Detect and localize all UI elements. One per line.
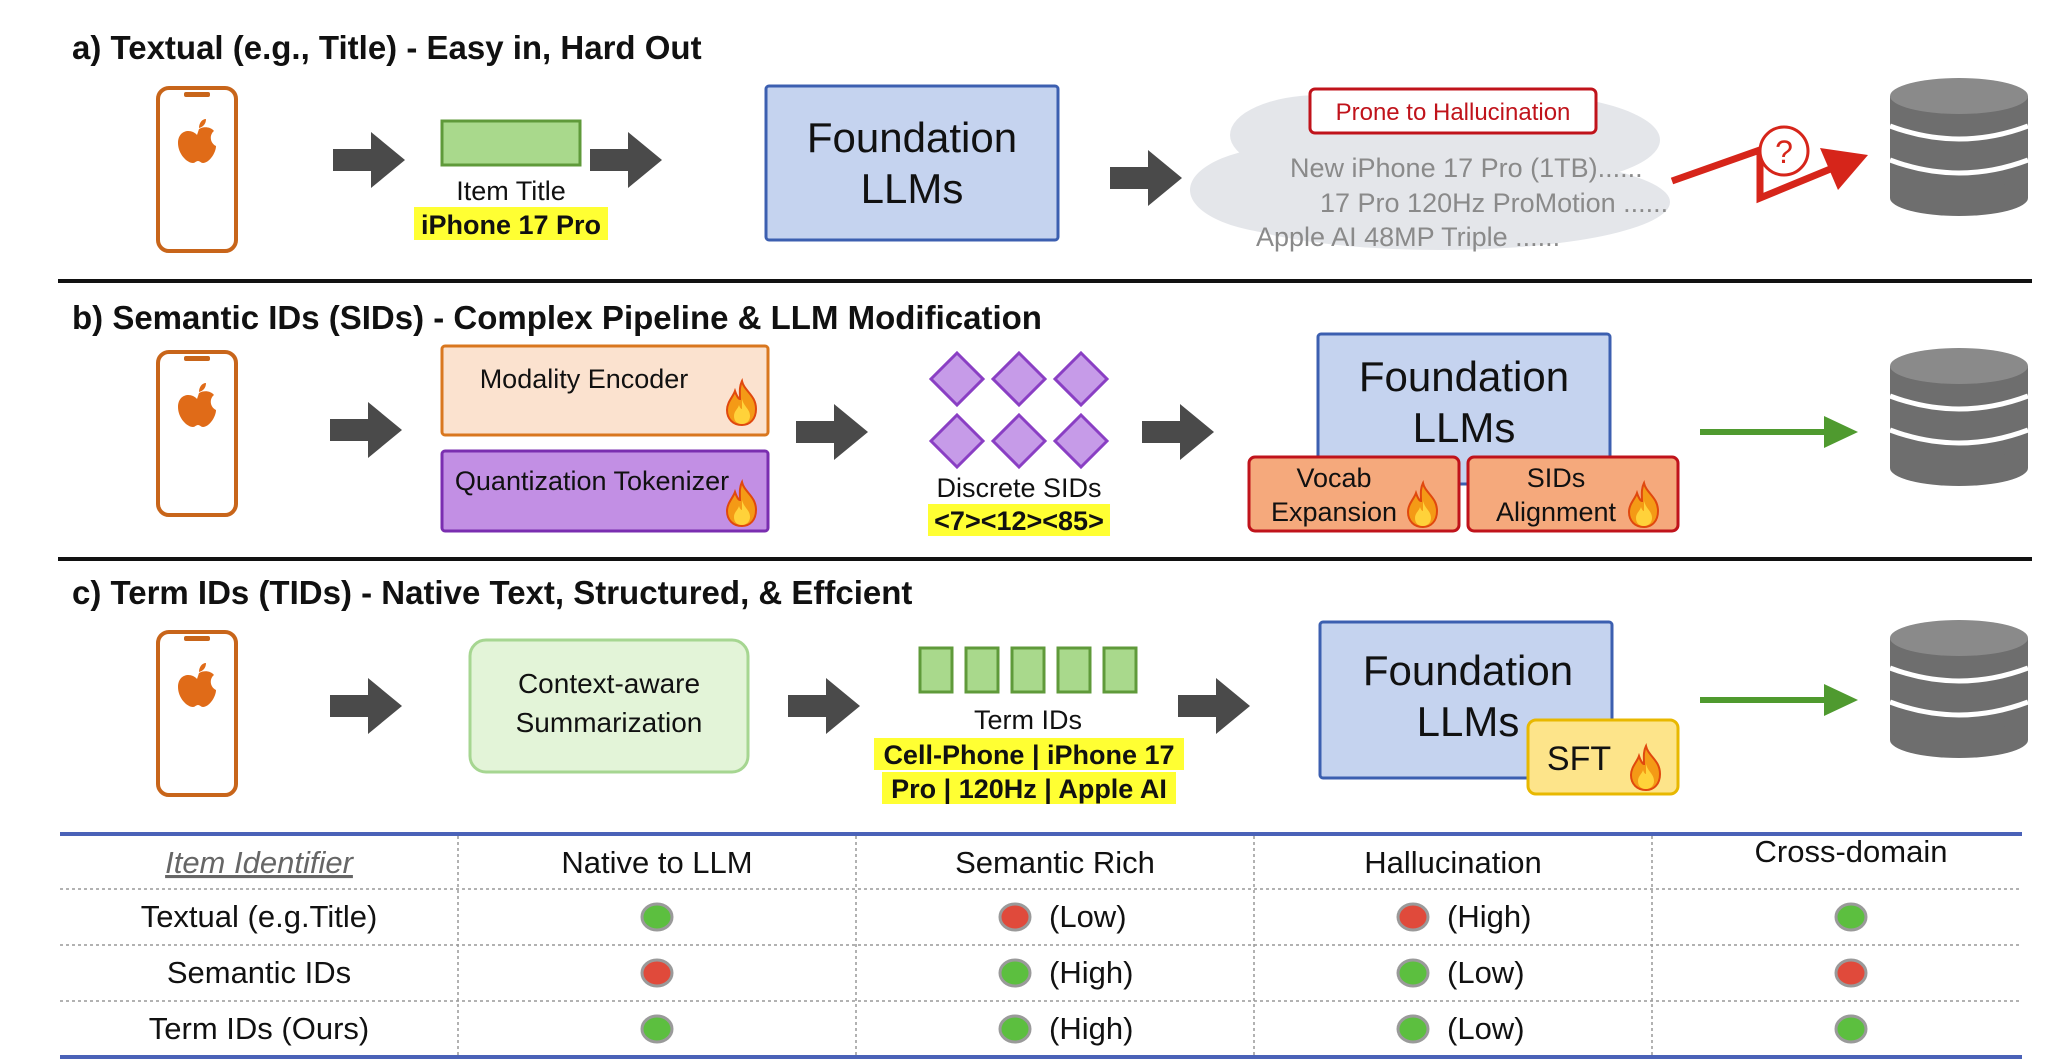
table-header-native: Native to LLM bbox=[561, 845, 752, 880]
vocab-line2: Expansion bbox=[1271, 497, 1397, 527]
sids-value: <7><12><85> bbox=[934, 506, 1104, 536]
table-header-identifier: Item Identifier bbox=[165, 845, 354, 880]
status-bad-icon bbox=[998, 902, 1032, 932]
table-cell-text: (Low) bbox=[1447, 955, 1525, 990]
status-good-icon bbox=[1834, 902, 1868, 932]
tids-value-line1: Cell-Phone | iPhone 17 bbox=[883, 740, 1174, 770]
database-icon bbox=[1890, 620, 2028, 758]
llm-c-line2: LLMs bbox=[1417, 698, 1520, 745]
item-title-highlight bbox=[414, 207, 608, 240]
sid-diamond bbox=[991, 413, 1047, 469]
green-arrow-icon bbox=[1700, 416, 1858, 448]
status-good-icon bbox=[1396, 1014, 1430, 1044]
table-cell-text: (High) bbox=[1447, 899, 1531, 934]
discrete-sids-grid bbox=[929, 351, 1109, 469]
section-c-heading: c) Term IDs (TIDs) - Native Text, Struct… bbox=[72, 574, 912, 611]
item-title-block bbox=[440, 119, 582, 167]
llm-b-line2: LLMs bbox=[1413, 404, 1516, 451]
summ-line1: Context-aware bbox=[518, 668, 700, 699]
status-good-icon bbox=[998, 958, 1032, 988]
table-body: Textual (e.g.Title) (Low) (High) Semantic I… bbox=[141, 899, 1868, 1046]
status-good-icon bbox=[1396, 958, 1430, 988]
arrow-right-icon bbox=[1110, 150, 1182, 206]
arrow-right-icon bbox=[330, 402, 402, 458]
arrow-right-icon bbox=[788, 678, 860, 734]
table-cell-text: (High) bbox=[1049, 955, 1133, 990]
section-a-heading: a) Textual (e.g., Title) - Easy in, Hard… bbox=[72, 29, 702, 66]
vocab-expansion-box bbox=[1247, 455, 1461, 533]
arrow-right-icon bbox=[1178, 678, 1250, 734]
phone-icon bbox=[156, 86, 238, 253]
cloud-line-2: 17 Pro 120Hz ProMotion ...... bbox=[1320, 188, 1668, 218]
tids-highlight-2 bbox=[882, 772, 1176, 804]
status-bad-icon bbox=[1834, 958, 1868, 988]
term-ids-label: Term IDs bbox=[974, 705, 1082, 735]
table-cell-text: (High) bbox=[1049, 1011, 1133, 1046]
table-header-crossdomain: Cross-domain bbox=[1755, 834, 1948, 869]
table-header-hallucination: Hallucination bbox=[1364, 845, 1542, 880]
sid-diamond bbox=[929, 351, 985, 407]
hallucination-badge bbox=[1308, 87, 1598, 135]
green-arrow-icon bbox=[1700, 684, 1858, 716]
arrow-right-icon bbox=[1142, 404, 1214, 460]
table-header-semantic: Semantic Rich bbox=[955, 845, 1155, 880]
table-row-name: Term IDs (Ours) bbox=[149, 1011, 369, 1046]
discrete-sids-label: Discrete SIDs bbox=[936, 473, 1101, 503]
database-icon bbox=[1890, 78, 2028, 216]
quantization-tokenizer-box bbox=[440, 449, 770, 533]
foundation-llm-box-b bbox=[1316, 332, 1612, 486]
sid-diamond bbox=[1053, 413, 1109, 469]
status-bad-icon bbox=[640, 958, 674, 988]
question-mark: ? bbox=[1775, 134, 1793, 170]
llm-b-line1: Foundation bbox=[1359, 353, 1569, 400]
section-b-heading: b) Semantic IDs (SIDs) - Complex Pipelin… bbox=[72, 299, 1042, 336]
llm-c-line1: Foundation bbox=[1363, 647, 1573, 694]
table-row-name: Semantic IDs bbox=[167, 955, 351, 990]
phone-icon bbox=[156, 350, 238, 517]
table-row-name: Textual (e.g.Title) bbox=[141, 899, 378, 934]
phone-icon bbox=[156, 630, 238, 797]
item-title-value: iPhone 17 Pro bbox=[421, 210, 601, 240]
sid-diamond bbox=[929, 413, 985, 469]
sids-value-highlight bbox=[928, 504, 1110, 536]
hallucination-badge-text: Prone to Hallucination bbox=[1336, 99, 1571, 126]
database-icon bbox=[1890, 348, 2028, 486]
vocab-line1: Vocab bbox=[1296, 463, 1371, 493]
llm-a-line1: Foundation bbox=[807, 114, 1017, 161]
llm-a-line2: LLMs bbox=[861, 165, 964, 212]
context-summarization-box bbox=[468, 638, 750, 774]
cloud-line-3: Apple AI 48MP Triple ...... bbox=[1256, 222, 1560, 252]
modality-encoder-label: Modality Encoder bbox=[480, 364, 689, 394]
sid-diamond bbox=[1053, 351, 1109, 407]
tids-value-line2: Pro | 120Hz | Apple AI bbox=[891, 774, 1167, 804]
comparison-table bbox=[60, 832, 2022, 1059]
status-good-icon bbox=[998, 1014, 1032, 1044]
arrow-right-icon bbox=[590, 132, 662, 188]
tids-highlight-1 bbox=[874, 738, 1184, 770]
cloud-line-1: New iPhone 17 Pro (1TB)...... bbox=[1290, 153, 1643, 183]
arrow-right-icon bbox=[796, 404, 868, 460]
arrow-right-icon bbox=[333, 132, 405, 188]
modality-encoder-box bbox=[440, 344, 770, 437]
term-id-blocks bbox=[918, 646, 1138, 694]
red-zigzag-arrow-icon bbox=[1670, 145, 1868, 204]
quantization-tokenizer-label: Quantization Tokenizer bbox=[455, 466, 729, 496]
sid-diamond bbox=[991, 351, 1047, 407]
foundation-llm-box-a bbox=[764, 84, 1060, 242]
status-bad-icon bbox=[1396, 902, 1430, 932]
status-good-icon bbox=[640, 1014, 674, 1044]
table-cell-text: (Low) bbox=[1049, 899, 1127, 934]
table-cell-text: (Low) bbox=[1447, 1011, 1525, 1046]
sids-alignment-box bbox=[1466, 455, 1680, 533]
question-circle-icon bbox=[1758, 125, 1810, 177]
align-line1: SIDs bbox=[1527, 463, 1586, 493]
item-title-label: Item Title bbox=[456, 176, 566, 206]
sft-label: SFT bbox=[1547, 740, 1611, 778]
status-good-icon bbox=[640, 902, 674, 932]
arrow-right-icon bbox=[330, 678, 402, 734]
summ-line2: Summarization bbox=[516, 707, 703, 738]
align-line2: Alignment bbox=[1496, 497, 1617, 527]
status-good-icon bbox=[1834, 1014, 1868, 1044]
